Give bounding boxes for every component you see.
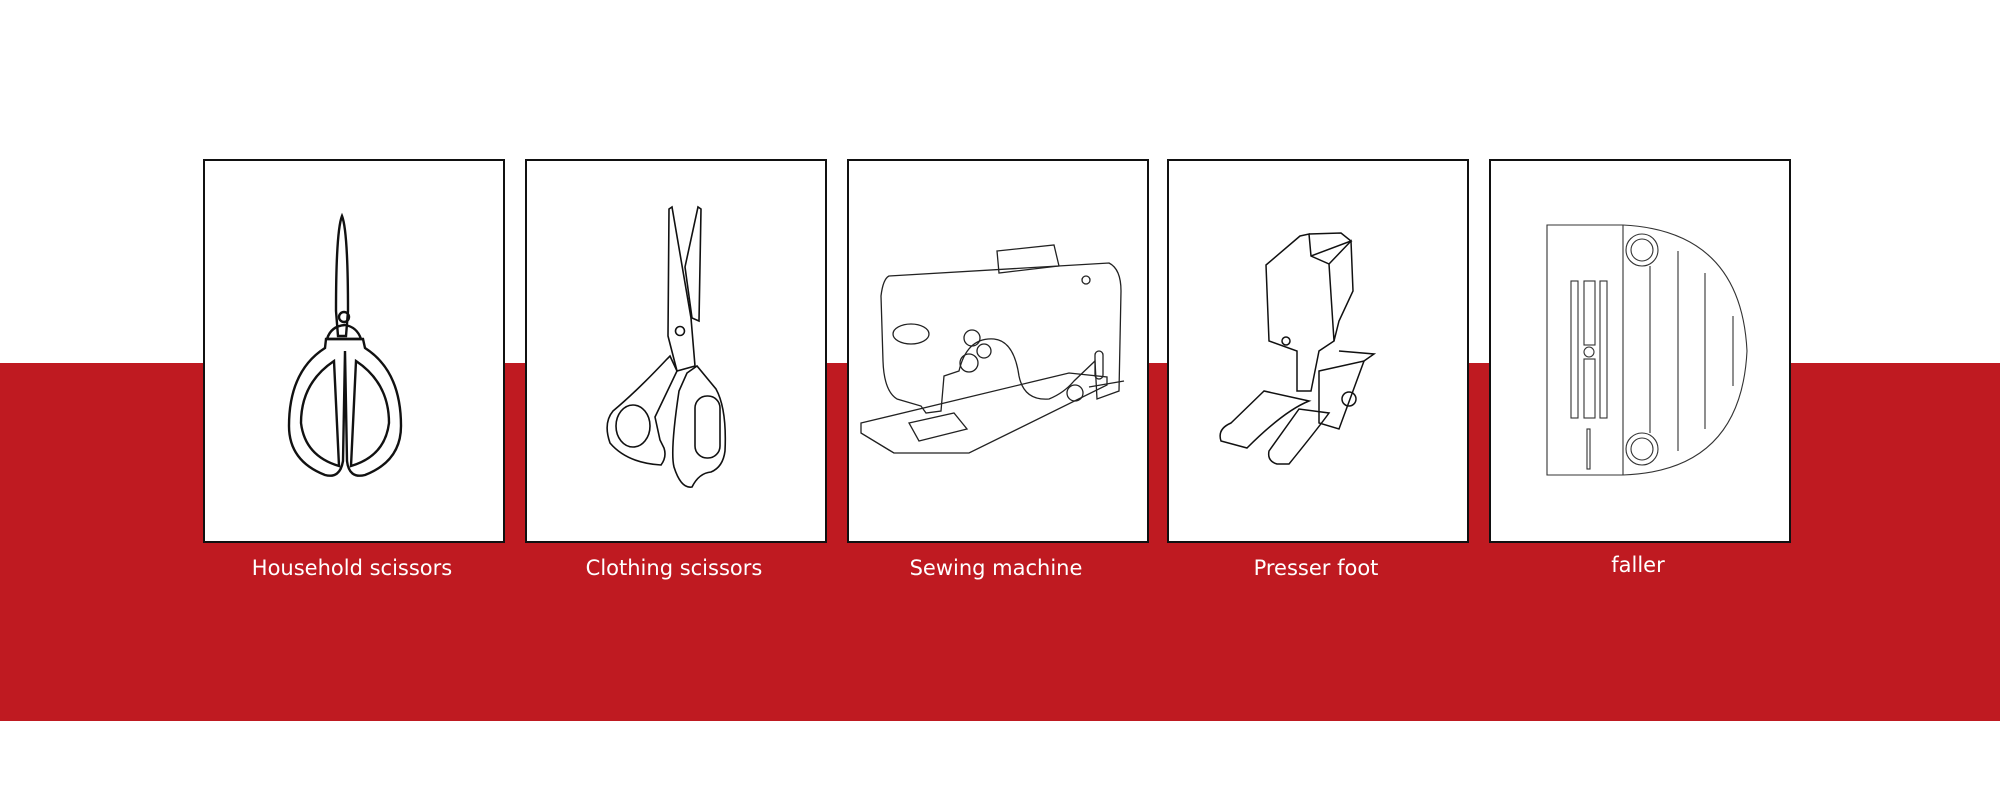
label-faller: faller [1611, 553, 1665, 577]
household-scissors-icon [287, 212, 403, 477]
presser-foot-icon [1219, 232, 1377, 465]
card-household-scissors[interactable] [203, 159, 505, 543]
label-presser-foot: Presser foot [1253, 556, 1379, 580]
card-faller[interactable] [1489, 159, 1791, 543]
label-sewing-machine: Sewing machine [909, 556, 1083, 580]
label-clothing-scissors: Clothing scissors [585, 556, 763, 580]
sewing-machine-icon [860, 244, 1125, 454]
clothing-scissors-icon [606, 205, 727, 488]
label-household-scissors: Household scissors [251, 556, 453, 580]
needle-plate-icon [1546, 224, 1748, 476]
card-clothing-scissors[interactable] [525, 159, 827, 543]
card-presser-foot[interactable] [1167, 159, 1469, 543]
card-sewing-machine[interactable] [847, 159, 1149, 543]
